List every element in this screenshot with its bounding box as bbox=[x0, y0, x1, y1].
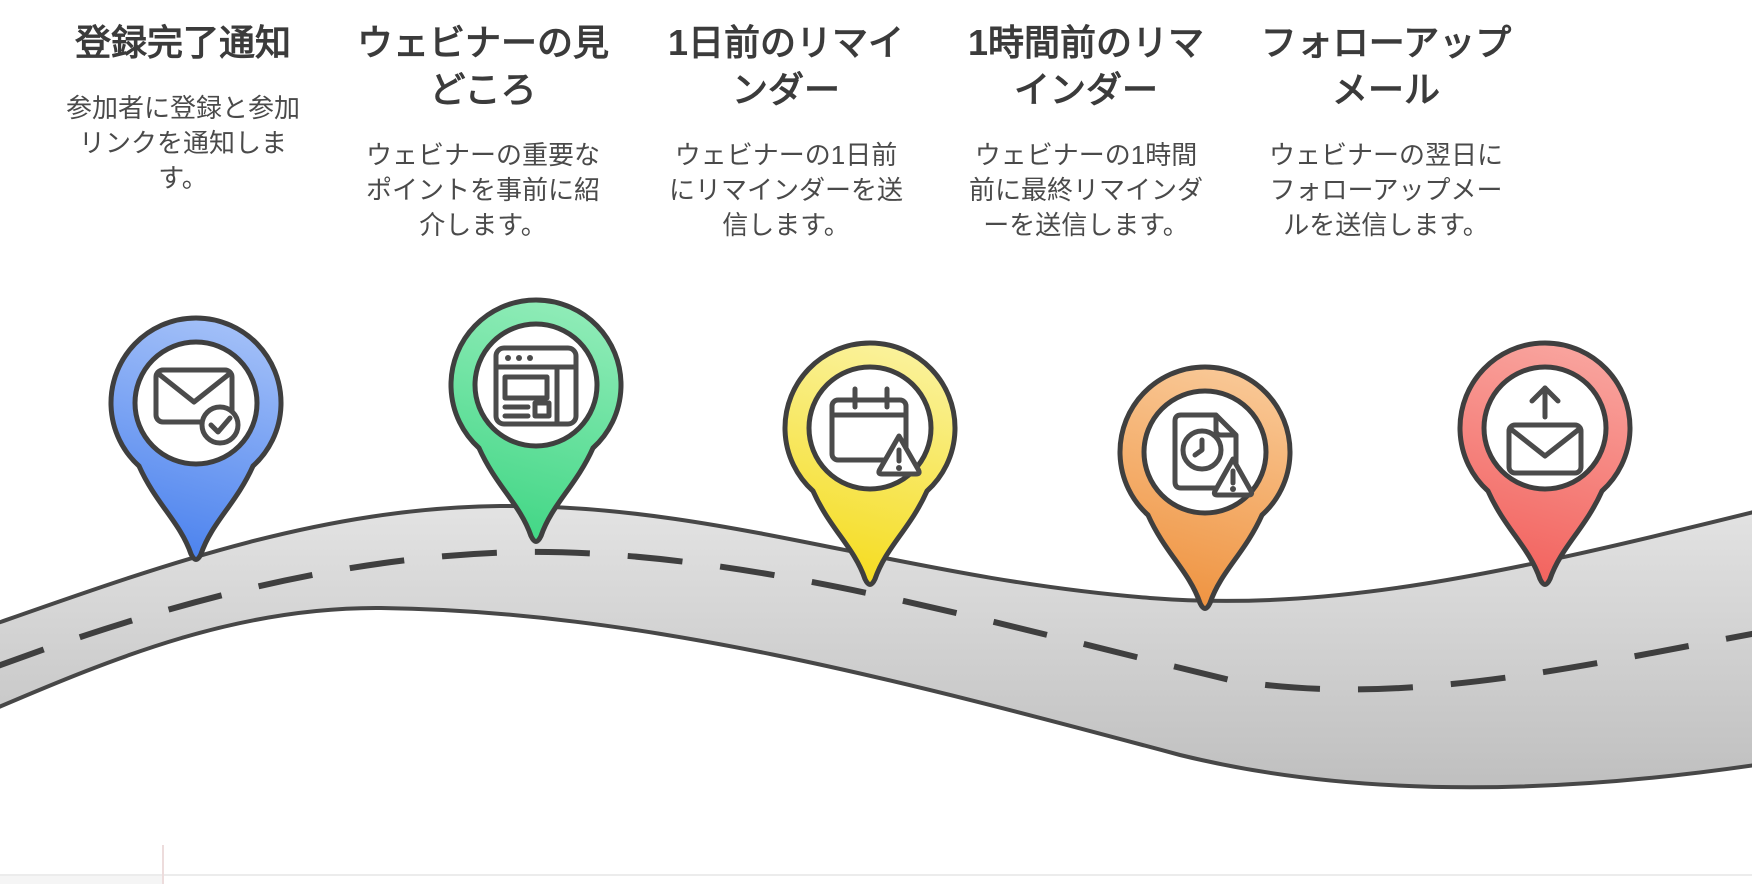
step-description: ウェビナーの重要な ポイントを事前に紹 介します。 bbox=[365, 139, 600, 240]
step-column-1: 登録完了通知 参加者に登録と参加 リンクを通知しま す。 bbox=[33, 20, 333, 196]
step-description: 参加者に登録と参加 リンクを通知しま す。 bbox=[65, 92, 300, 193]
mail-send-icon bbox=[1506, 385, 1584, 476]
road-center-dashed-line bbox=[0, 548, 1752, 693]
step-column-4: 1時間前のリマ インダー ウェビナーの1時間 前に最終リマインダ ーを送信します… bbox=[936, 20, 1236, 243]
browser-window-icon bbox=[493, 345, 579, 427]
step-description: ウェビナーの翌日に フォローアップメー ルを送信します。 bbox=[1268, 139, 1503, 240]
step-column-2: ウェビナーの見 どころ ウェビナーの重要な ポイントを事前に紹 介します。 bbox=[333, 20, 633, 243]
step-description: ウェビナーの1時間 前に最終リマインダ ーを送信します。 bbox=[968, 139, 1203, 240]
pin-step-3 bbox=[770, 333, 970, 593]
bottom-left-shaded-corner bbox=[0, 876, 162, 884]
pin-step-1 bbox=[96, 308, 296, 568]
envelope-check-icon bbox=[153, 367, 241, 446]
step-title: 登録完了通知 bbox=[74, 22, 291, 63]
step-title: 1日前のリマイ ンダー bbox=[667, 22, 905, 110]
step-title: 1時間前のリマ インダー bbox=[967, 22, 1205, 110]
step-title: ウェビナーの見 どころ bbox=[356, 22, 609, 110]
calendar-alert-icon bbox=[829, 386, 922, 477]
pin-step-4 bbox=[1105, 357, 1305, 617]
pin-step-5 bbox=[1445, 333, 1645, 593]
pin-step-2 bbox=[436, 290, 636, 550]
bottom-divider-line bbox=[0, 874, 1752, 876]
step-description: ウェビナーの1日前 にリマインダーを送 信します。 bbox=[668, 139, 903, 240]
document-clock-alert-icon bbox=[1172, 412, 1255, 498]
step-title: フォローアップ メール bbox=[1260, 22, 1512, 110]
bottom-left-cell-border bbox=[162, 845, 164, 884]
step-column-5: フォローアップ メール ウェビナーの翌日に フォローアップメー ルを送信します。 bbox=[1236, 20, 1536, 243]
step-column-3: 1日前のリマイ ンダー ウェビナーの1日前 にリマインダーを送 信します。 bbox=[636, 20, 936, 243]
